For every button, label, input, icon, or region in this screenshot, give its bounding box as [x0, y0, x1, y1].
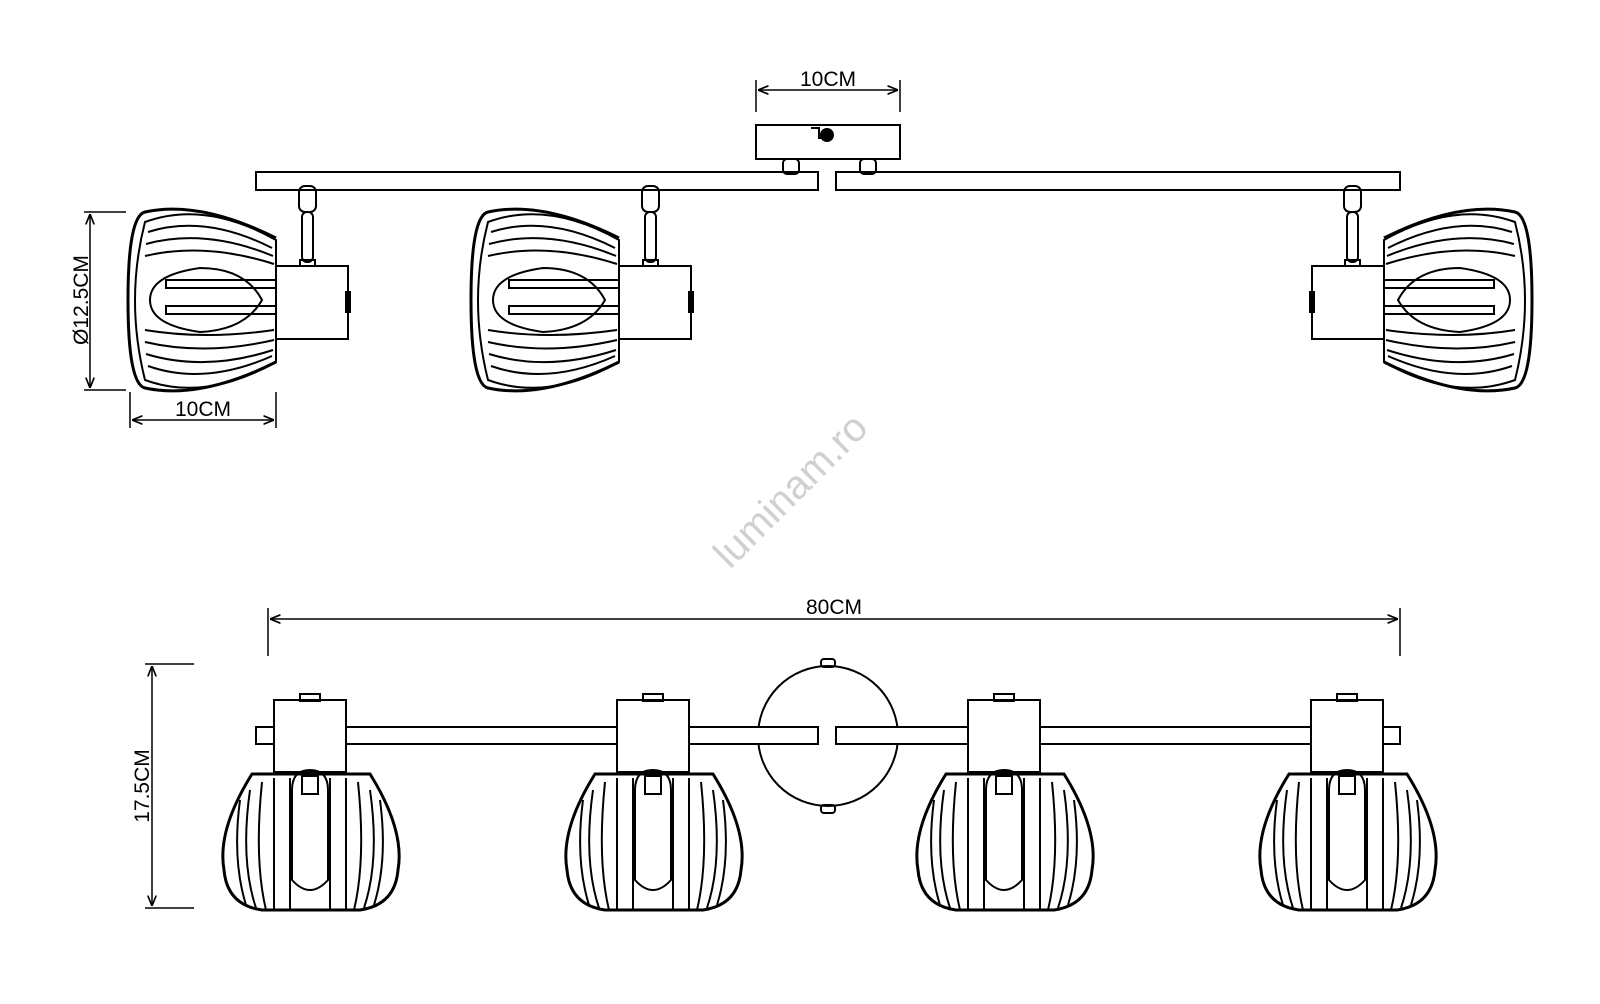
top-lamp-2 [469, 185, 694, 393]
front-view [221, 658, 1438, 912]
top-bar-right [835, 171, 1401, 191]
front-lamp-3 [915, 693, 1095, 912]
top-canopy [755, 124, 901, 175]
dim-total-height [145, 663, 194, 909]
label-shade-diameter: Ø12.5CM [70, 255, 93, 345]
top-bar-left [255, 171, 819, 191]
label-total-height: 17.5CM [131, 749, 154, 823]
dim-shade-width [129, 392, 277, 428]
top-view [126, 124, 1534, 393]
front-lamp-2 [564, 693, 744, 912]
dim-shade-diameter [84, 211, 126, 391]
top-lamp-1 [126, 185, 351, 393]
top-lamp-3 [1309, 185, 1534, 393]
dim-total-length [267, 608, 1401, 656]
front-lamp-4 [1258, 693, 1438, 912]
label-shade-width: 10CM [175, 398, 231, 421]
front-lamp-1 [221, 693, 401, 912]
label-canopy-width: 10CM [800, 68, 856, 91]
watermark: luminam.ro [705, 405, 876, 576]
label-total-length: 80CM [806, 596, 862, 619]
dim-canopy-width [755, 80, 901, 112]
